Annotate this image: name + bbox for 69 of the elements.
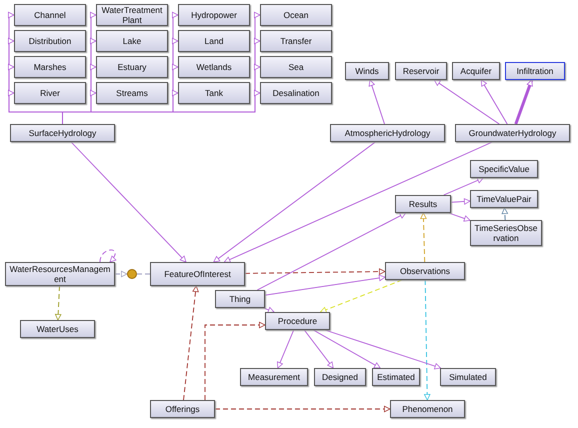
class-box: GroundwaterHydrology	[455, 124, 570, 142]
arrow	[304, 330, 334, 368]
class-box: Reservoir	[395, 62, 447, 80]
arrow	[264, 274, 386, 296]
class-box: Infiltration	[505, 62, 565, 80]
class-box: Procedure	[265, 312, 330, 330]
arrow	[277, 330, 294, 368]
arrow	[443, 177, 484, 196]
class-box: Ocean	[260, 4, 332, 26]
arrow	[224, 142, 493, 263]
arrow	[514, 80, 534, 124]
class-box: Transfer	[260, 30, 332, 52]
arrow	[434, 80, 500, 124]
class-box: Results	[395, 195, 451, 213]
class-box: Hydropower	[178, 4, 250, 26]
class-box: WaterResourcesManagement	[5, 262, 115, 286]
class-box: Winds	[345, 62, 389, 80]
arrow	[480, 80, 508, 124]
arrow	[244, 268, 386, 275]
arrow	[213, 142, 376, 262]
class-box: SurfaceHydrology	[10, 124, 115, 142]
class-box: Marshes	[14, 56, 86, 78]
class-box: Phenomenon	[390, 400, 465, 418]
class-box: Offerings	[150, 400, 215, 418]
arrow	[256, 212, 406, 290]
arrow	[424, 280, 430, 400]
class-box: FeatureOfInterest	[150, 262, 245, 286]
class-box: Lake	[96, 30, 168, 52]
class-box: Tank	[178, 82, 250, 104]
arrow	[324, 330, 442, 370]
class-box: Streams	[96, 82, 168, 104]
arrow	[312, 330, 381, 368]
class-box: Wetlands	[178, 56, 250, 78]
class-box: TimeValuePair	[470, 190, 538, 208]
arrow	[55, 286, 62, 320]
class-box: Observations	[385, 262, 465, 280]
class-box: Desalination	[260, 82, 332, 104]
arrow	[502, 208, 508, 220]
class-box: Land	[178, 30, 250, 52]
arrow	[448, 212, 470, 222]
class-box: SpecificValue	[470, 160, 538, 178]
arrow	[450, 198, 470, 205]
class-box: Estimated	[372, 368, 420, 386]
arrow	[214, 406, 390, 412]
class-box: AtmosphericHydrology	[330, 124, 445, 142]
class-box: Distribution	[14, 30, 86, 52]
arrow	[420, 212, 427, 262]
arrow	[70, 142, 186, 262]
class-box: Channel	[14, 4, 86, 26]
class-box: Acquifer	[452, 62, 500, 80]
arrow	[204, 322, 266, 400]
class-box: Thing	[215, 290, 265, 308]
arrow	[368, 80, 385, 124]
class-box: WaterUses	[20, 320, 95, 338]
class-box: Measurement	[240, 368, 308, 386]
arrow	[320, 280, 403, 313]
arrow	[62, 90, 260, 124]
class-box: Estuary	[96, 56, 168, 78]
arrow	[114, 270, 128, 278]
arrow	[183, 286, 199, 400]
class-box: River	[14, 82, 86, 104]
class-box: Sea	[260, 56, 332, 78]
class-box: TimeSeriesObservation	[470, 220, 542, 246]
class-box: Simulated	[440, 368, 496, 386]
arrow	[100, 250, 116, 262]
class-box: WaterTreatmentPlant	[96, 4, 168, 26]
class-box: Designed	[314, 368, 366, 386]
arrow	[263, 307, 274, 313]
instance-dot	[127, 269, 137, 279]
